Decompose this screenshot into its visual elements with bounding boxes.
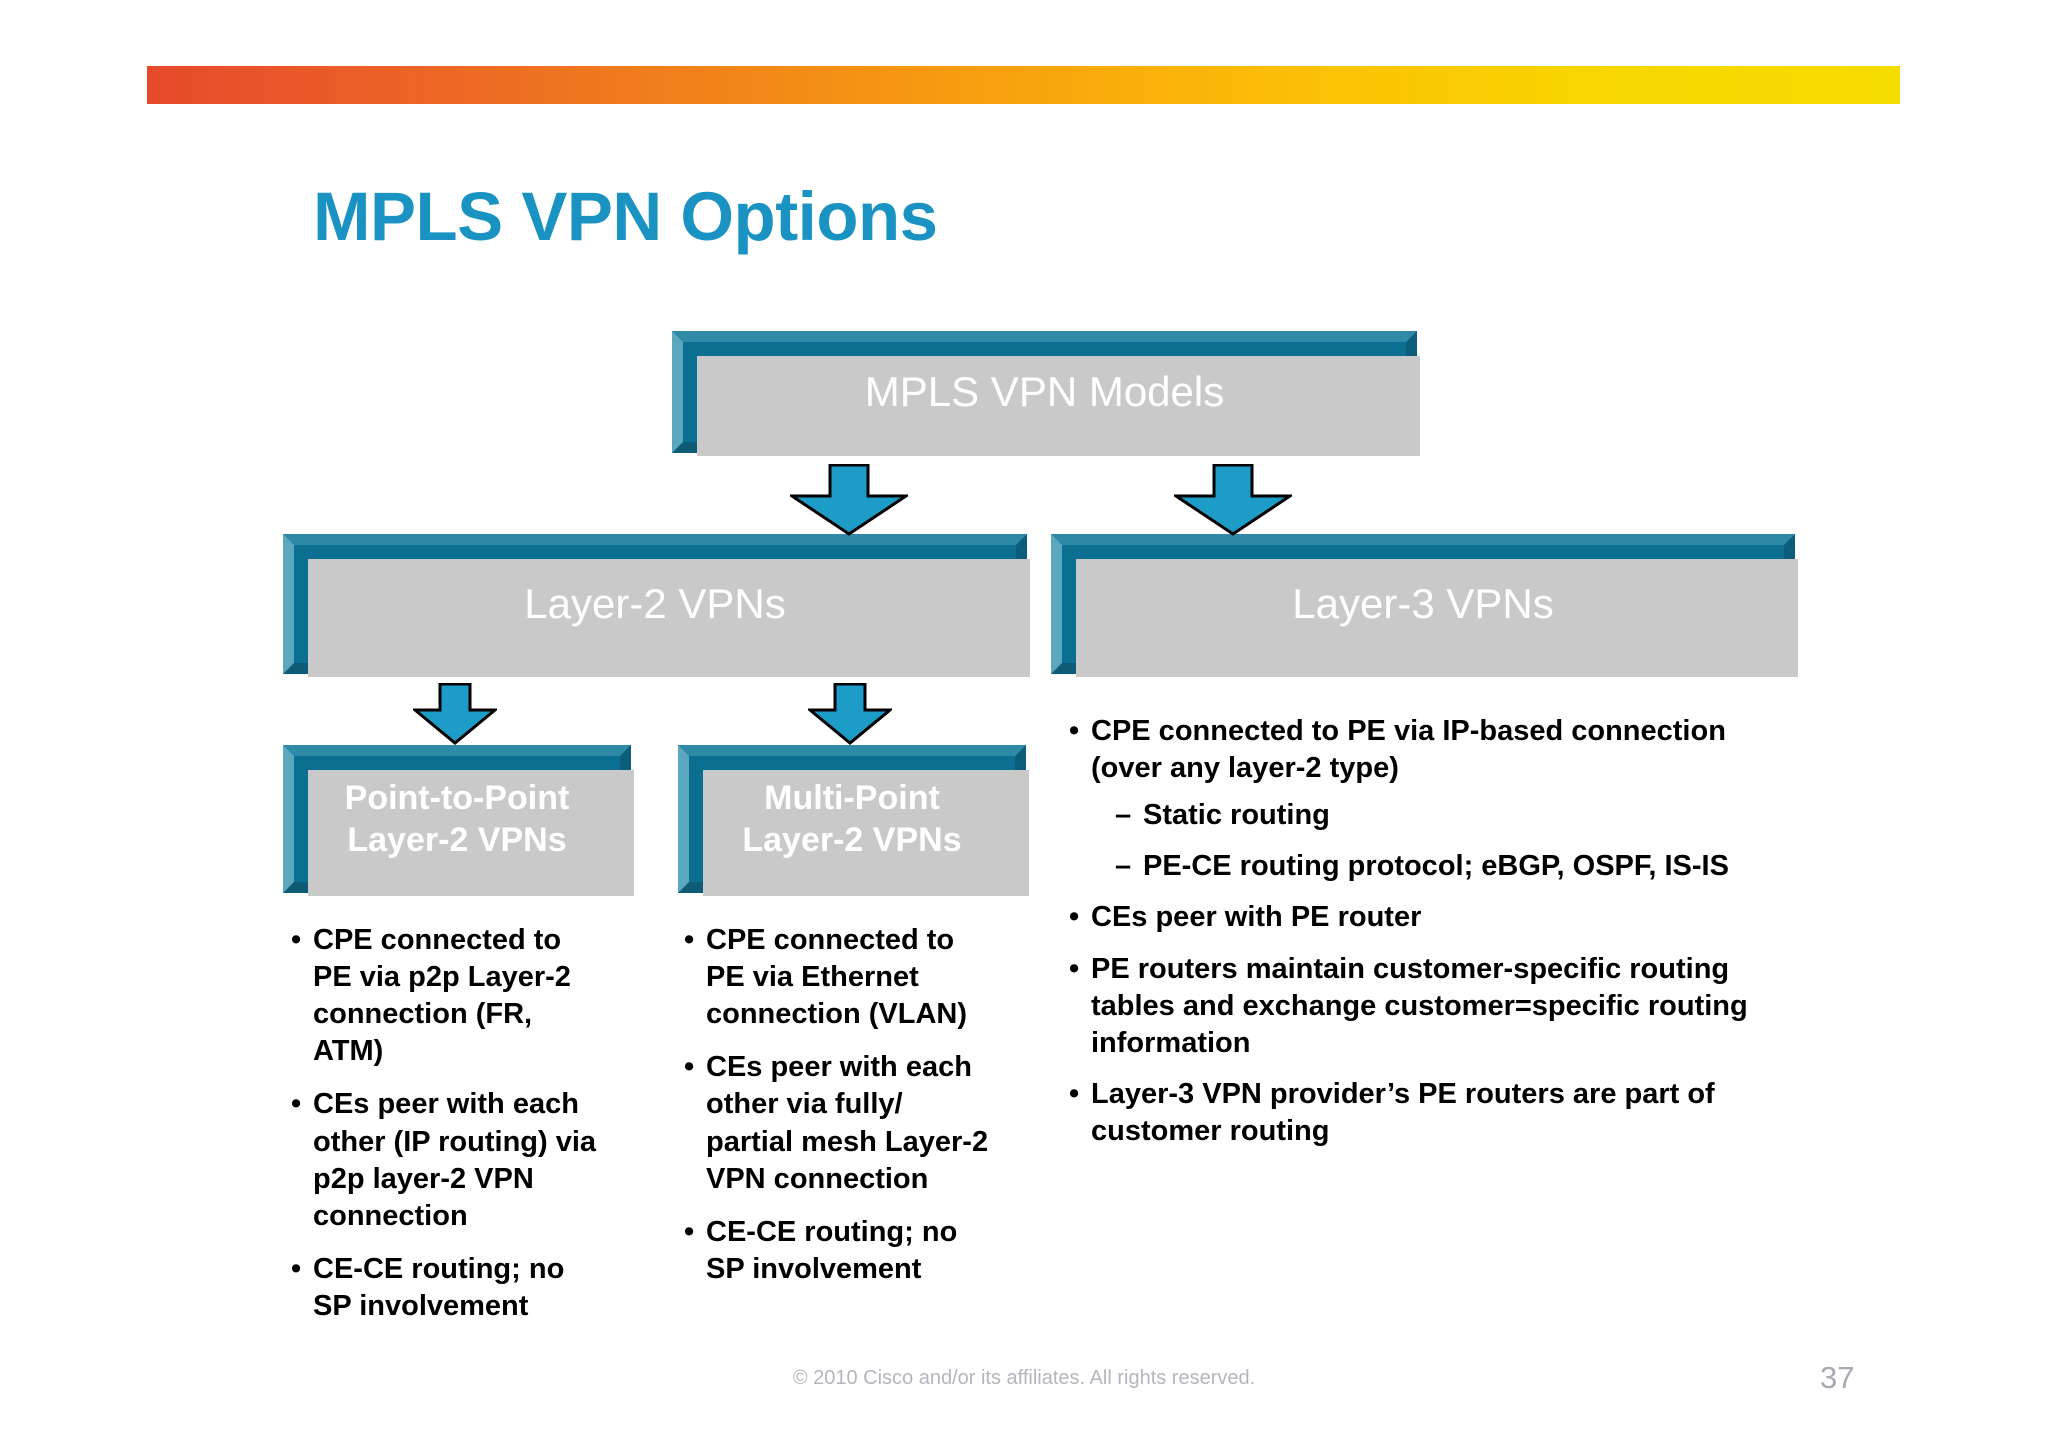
bullet-text: CE-CE routing; no SP involvement xyxy=(313,1252,565,1322)
bullet-item: • PE routers maintain customer-specific r… xyxy=(1065,951,1765,1062)
bullet-dot-icon: • xyxy=(1069,1077,1080,1110)
dash-marker-icon: – xyxy=(1115,850,1132,883)
arrow-down-icon-models-to-layer3 xyxy=(1171,463,1295,541)
bullet-sub-item: –PE-CE routing protocol; eBGP, OSPF, IS-… xyxy=(1091,848,1765,885)
bullet-dot-icon: • xyxy=(1069,901,1080,934)
top-gradient-bar xyxy=(147,66,1900,104)
bullet-item: • Layer-3 VPN provider’s PE routers are p… xyxy=(1065,1076,1765,1150)
bullet-sub-text: Static routing xyxy=(1143,799,1330,832)
bullet-text: CEs peer with each other (IP routing) vi… xyxy=(313,1088,597,1232)
box-point-to-point-line1: Point-to-Point xyxy=(344,778,570,817)
bullet-dot-icon: • xyxy=(291,924,302,956)
box-layer3-vpns-label: Layer-3 VPNs xyxy=(1292,579,1554,627)
box-mpls-vpn-models-label: MPLS VPN Models xyxy=(864,367,1225,415)
bullet-dot-icon: • xyxy=(291,1088,302,1121)
bullet-text: CPE connected to PE via p2p Layer-2 conn… xyxy=(313,924,571,1068)
bullet-item: • CEs peer with each other (IP routing) v… xyxy=(287,1086,597,1234)
bullet-text: CEs peer with each other via fully/ part… xyxy=(706,1051,989,1195)
box-layer2-vpns-label: Layer-2 VPNs xyxy=(524,579,786,627)
box-mpls-vpn-models: MPLS VPN Models xyxy=(672,331,1420,456)
bullet-item: • CE-CE routing; no SP involvement xyxy=(680,1214,996,1288)
box-multi-point-line1: Multi-Point xyxy=(764,778,940,817)
bullet-sublist: –Static routing–PE-CE routing protocol; … xyxy=(1091,797,1765,885)
bullet-sub-text: PE-CE routing protocol; eBGP, OSPF, IS-I… xyxy=(1143,850,1729,883)
arrow-down-icon-models-to-layer2 xyxy=(787,463,911,541)
footer-copyright: © 2010 Cisco and/or its affiliates. All … xyxy=(792,1367,1256,1389)
bullet-text: Layer-3 VPN provider’s PE routers are pa… xyxy=(1091,1077,1715,1147)
dash-marker-icon: – xyxy=(1115,799,1132,832)
page-number: 37 xyxy=(1820,1360,1855,1395)
bullet-text: CE-CE routing; no SP involvement xyxy=(706,1215,958,1285)
bullet-text: CPE connected to PE via IP-based connect… xyxy=(1091,715,1726,785)
bullet-dot-icon: • xyxy=(1069,952,1080,985)
page-title: MPLS VPN Options xyxy=(313,178,938,255)
bullet-dot-icon: • xyxy=(684,924,695,956)
bullet-dot-icon: • xyxy=(291,1252,302,1285)
box-multi-point-line2: Layer-2 VPNs xyxy=(742,821,962,859)
box-point-to-point-layer2-vpns: Point-to-Point Layer-2 VPNs xyxy=(283,745,634,896)
bullet-text: PE routers maintain customer-specific ro… xyxy=(1091,952,1748,1059)
box-multi-point-layer2-vpns: Multi-Point Layer-2 VPNs xyxy=(678,745,1029,896)
box-multi-point-label: Multi-Point Layer-2 VPNs xyxy=(742,777,961,861)
box-layer2-vpns: Layer-2 VPNs xyxy=(283,534,1030,677)
bullet-item: • CPE connected to PE via Ethernet connec… xyxy=(680,922,996,1033)
box-point-to-point-label: Point-to-Point Layer-2 VPNs xyxy=(345,777,570,861)
bullet-item: • CEs peer with PE router xyxy=(1065,899,1765,936)
bullets-point-to-point: • CPE connected to PE via p2p Layer-2 con… xyxy=(287,922,597,1341)
box-layer3-vpns: Layer-3 VPNs xyxy=(1051,534,1798,677)
bullet-item: • CPE connected to PE via IP-based connec… xyxy=(1065,713,1765,885)
bullets-multi-point: • CPE connected to PE via Ethernet connec… xyxy=(680,922,996,1304)
bullet-item: • CE-CE routing; no SP involvement xyxy=(287,1251,597,1325)
bullet-dot-icon: • xyxy=(684,1051,695,1084)
bullet-sub-item: –Static routing xyxy=(1091,797,1765,834)
bullet-text: CEs peer with PE router xyxy=(1091,901,1422,934)
box-point-to-point-line2: Layer-2 VPNs xyxy=(347,821,567,859)
bullet-item: • CPE connected to PE via p2p Layer-2 con… xyxy=(287,922,597,1070)
bullet-text: CPE connected to PE via Ethernet connect… xyxy=(706,924,967,1031)
bullet-item: • CEs peer with each other via fully/ par… xyxy=(680,1049,996,1197)
bullet-dot-icon: • xyxy=(684,1215,695,1248)
bullets-layer3: • CPE connected to PE via IP-based connec… xyxy=(1065,713,1765,1164)
arrow-down-icon-layer2-to-point-to-point xyxy=(410,682,500,750)
arrow-down-icon-layer2-to-multi-point xyxy=(805,682,895,750)
bullet-dot-icon: • xyxy=(1069,715,1080,747)
